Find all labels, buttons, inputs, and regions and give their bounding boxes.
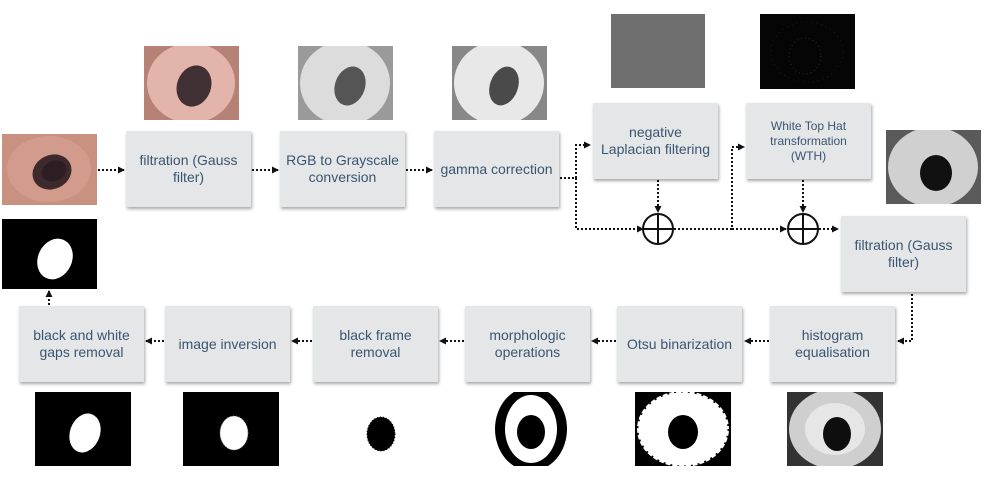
image-grayscale	[298, 46, 393, 120]
image-white-top-hat	[760, 14, 855, 89]
arrow-gauss2-to-histeq	[897, 294, 913, 345]
image-otsu-binary	[635, 392, 731, 466]
image-gamma-corrected	[452, 46, 547, 120]
step-gamma-correction: gamma correction	[434, 131, 559, 207]
arrow-gamma-to-sum1	[575, 178, 644, 233]
image-morphologic	[483, 392, 579, 466]
step-gauss-filter-2: filtration (Gauss filter)	[841, 216, 966, 292]
image-inverted	[183, 392, 279, 466]
step-image-inversion: image inversion	[165, 306, 290, 382]
arrow-gamma-branch	[560, 141, 591, 179]
image-laplacian	[611, 14, 705, 88]
step-morphologic-operations: morphologic operations	[465, 306, 590, 382]
image-input-lesion	[2, 134, 97, 205]
image-final-mask	[2, 219, 97, 289]
image-frame-removed	[331, 392, 427, 466]
step-gaps-removal: black and white gaps removal	[19, 306, 144, 382]
step-gauss-filter-1: filtration (Gauss filter)	[126, 131, 251, 207]
step-black-frame-removal: black frame removal	[313, 306, 438, 382]
image-gauss-filtered	[144, 46, 239, 120]
step-rgb-to-grayscale: RGB to Grayscale conversion	[280, 131, 405, 207]
image-gauss-filtered-2	[886, 130, 981, 204]
arrow-sum1-branch	[674, 143, 745, 230]
sum-node-1	[642, 213, 674, 245]
image-histogram-equalised	[787, 392, 883, 466]
step-negative-laplacian: negative Laplacian filtering	[593, 103, 718, 179]
sum-node-2	[787, 213, 819, 245]
step-white-top-hat: White Top Hat transformation (WTH)	[746, 103, 871, 179]
step-histogram-equalisation: histogram equalisation	[770, 306, 895, 382]
step-otsu-binarization: Otsu binarization	[617, 306, 742, 382]
image-gaps-removed	[35, 392, 131, 466]
